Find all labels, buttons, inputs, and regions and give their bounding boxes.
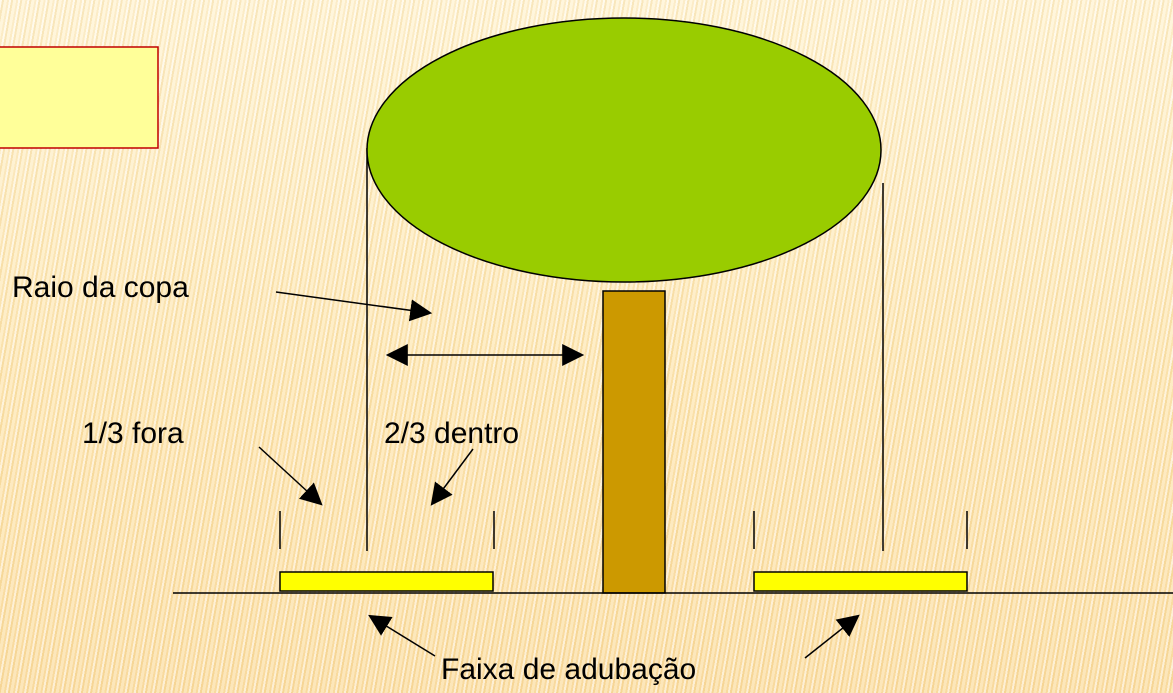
tree-trunk	[602, 290, 666, 594]
fertilization-strip-label: Faixa de adubação	[441, 653, 696, 686]
fertilization-strip-left	[279, 571, 494, 592]
crown-radius-label: Raio da copa	[12, 271, 189, 304]
two-thirds-inside-label: 2/3 dentro	[384, 417, 519, 450]
fertilization-strip-right	[753, 571, 968, 592]
crown-radius-pointer-arrow	[275, 291, 433, 322]
fertilization-strip-arrow-right	[804, 614, 860, 659]
one-third-outside-label: 1/3 fora	[82, 417, 184, 450]
tree-crown	[366, 17, 882, 283]
one-third-outside-arrow	[258, 446, 323, 506]
fertilization-strip-arrow-left	[368, 614, 436, 657]
two-thirds-inside-arrow	[430, 448, 474, 506]
note-box	[0, 46, 159, 149]
